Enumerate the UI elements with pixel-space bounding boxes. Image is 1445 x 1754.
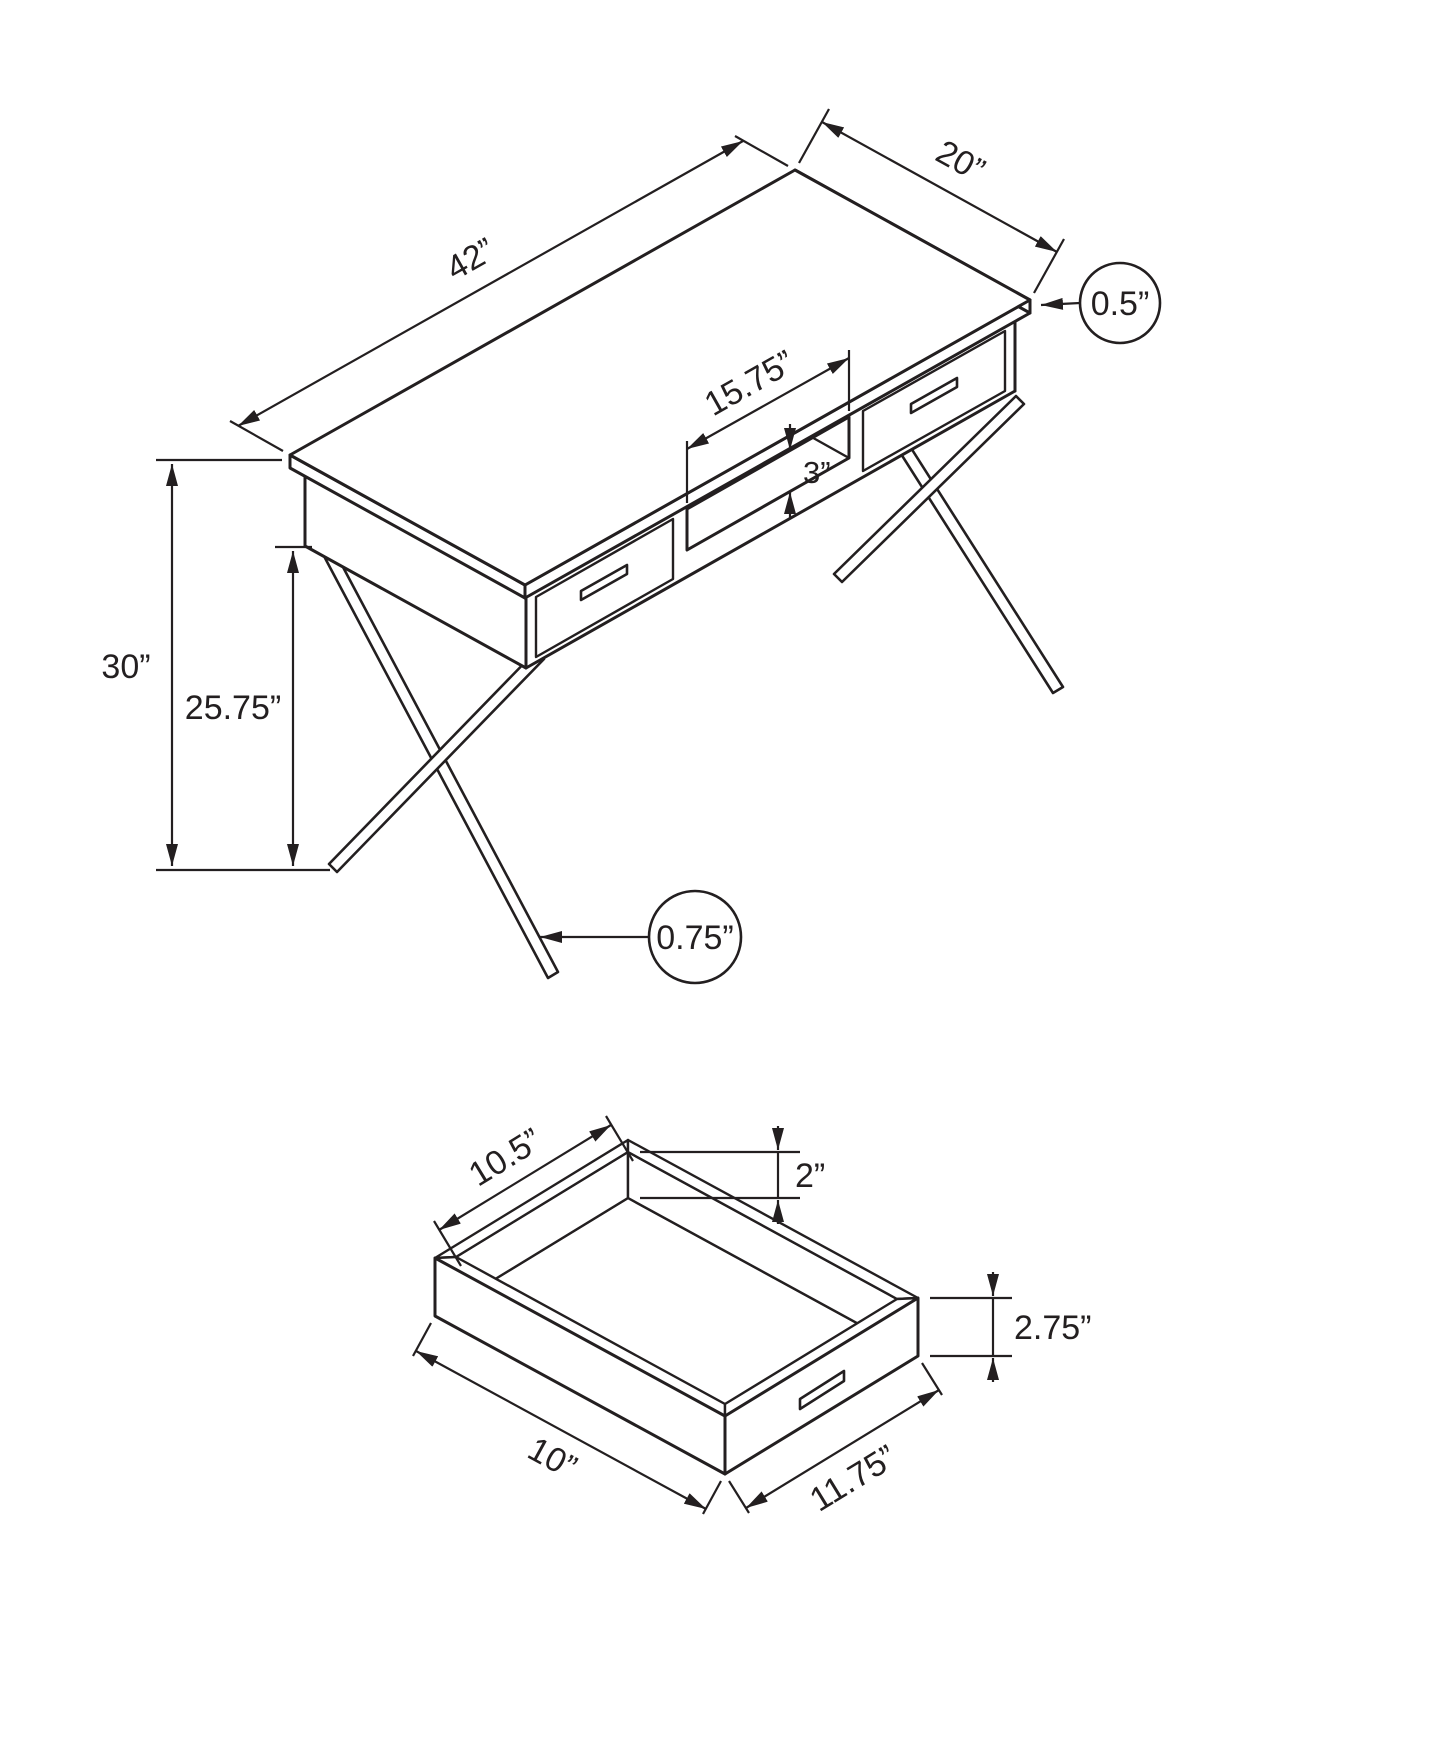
callout-circle (647, 889, 743, 985)
desk-length-label: 42” (440, 231, 501, 288)
leader-arrow (1040, 297, 1081, 310)
leg-tube-label: 0.75” (656, 919, 734, 957)
desk-right-drawer-handle (909, 376, 959, 415)
drawer-figure: 10.5” 2” 2.75” (412, 1115, 1092, 1519)
drawer-side-label: 10” (522, 1430, 583, 1487)
leg-clearance-label: 25.75” (185, 689, 281, 727)
callout-circle (1078, 261, 1162, 345)
desk-drawers (534, 329, 1007, 659)
desk-leg-left-back-tube (327, 649, 546, 874)
dimension-arrow (821, 121, 1058, 253)
extension-line (728, 1480, 750, 1514)
drawer-outer-height-label: 2.75” (1014, 1309, 1092, 1347)
extension-line (412, 1322, 432, 1357)
desk-height-label: 30” (101, 648, 150, 686)
dimension-arrow (415, 1350, 707, 1510)
desk-figure: 42” 20” 0.5” 15.75” (101, 108, 1162, 985)
cubby-height-label: 3” (803, 455, 831, 490)
dim-leg-clearance: 25.75” (185, 545, 312, 866)
dimension-arrow (237, 140, 744, 427)
dim-desk-height: 30” (101, 458, 330, 872)
extension-line (1033, 238, 1065, 294)
dimension-arrow (686, 357, 850, 450)
extension-line (605, 1115, 634, 1162)
drawer-front-width-label: 11.75” (803, 1438, 903, 1519)
desk-depth-label: 20” (930, 133, 991, 190)
dimension-arrow (745, 1389, 940, 1509)
desk-leg-right-back-tube (832, 394, 1026, 584)
dim-desk-top-thickness: 0.5” (1040, 261, 1162, 345)
dim-drawer-outer-height: 2.75” (930, 1272, 1092, 1382)
drawer-inner-depth-label: 2” (795, 1157, 825, 1195)
extension-line (734, 135, 789, 167)
extension-line (798, 108, 830, 164)
desk-left-drawer-handle (579, 563, 629, 602)
dim-cubby-height: 3” (784, 424, 831, 518)
dim-leg-tube: 0.75” (540, 889, 743, 985)
desk-top-thickness-label: 0.5” (1091, 285, 1150, 323)
drawer-body (433, 1138, 920, 1476)
drawer-inner-width-label: 10.5” (462, 1121, 548, 1194)
dimension-arrow (438, 1124, 612, 1231)
extension-line (433, 1220, 462, 1267)
dim-drawer-inner-depth: 2” (640, 1126, 825, 1224)
